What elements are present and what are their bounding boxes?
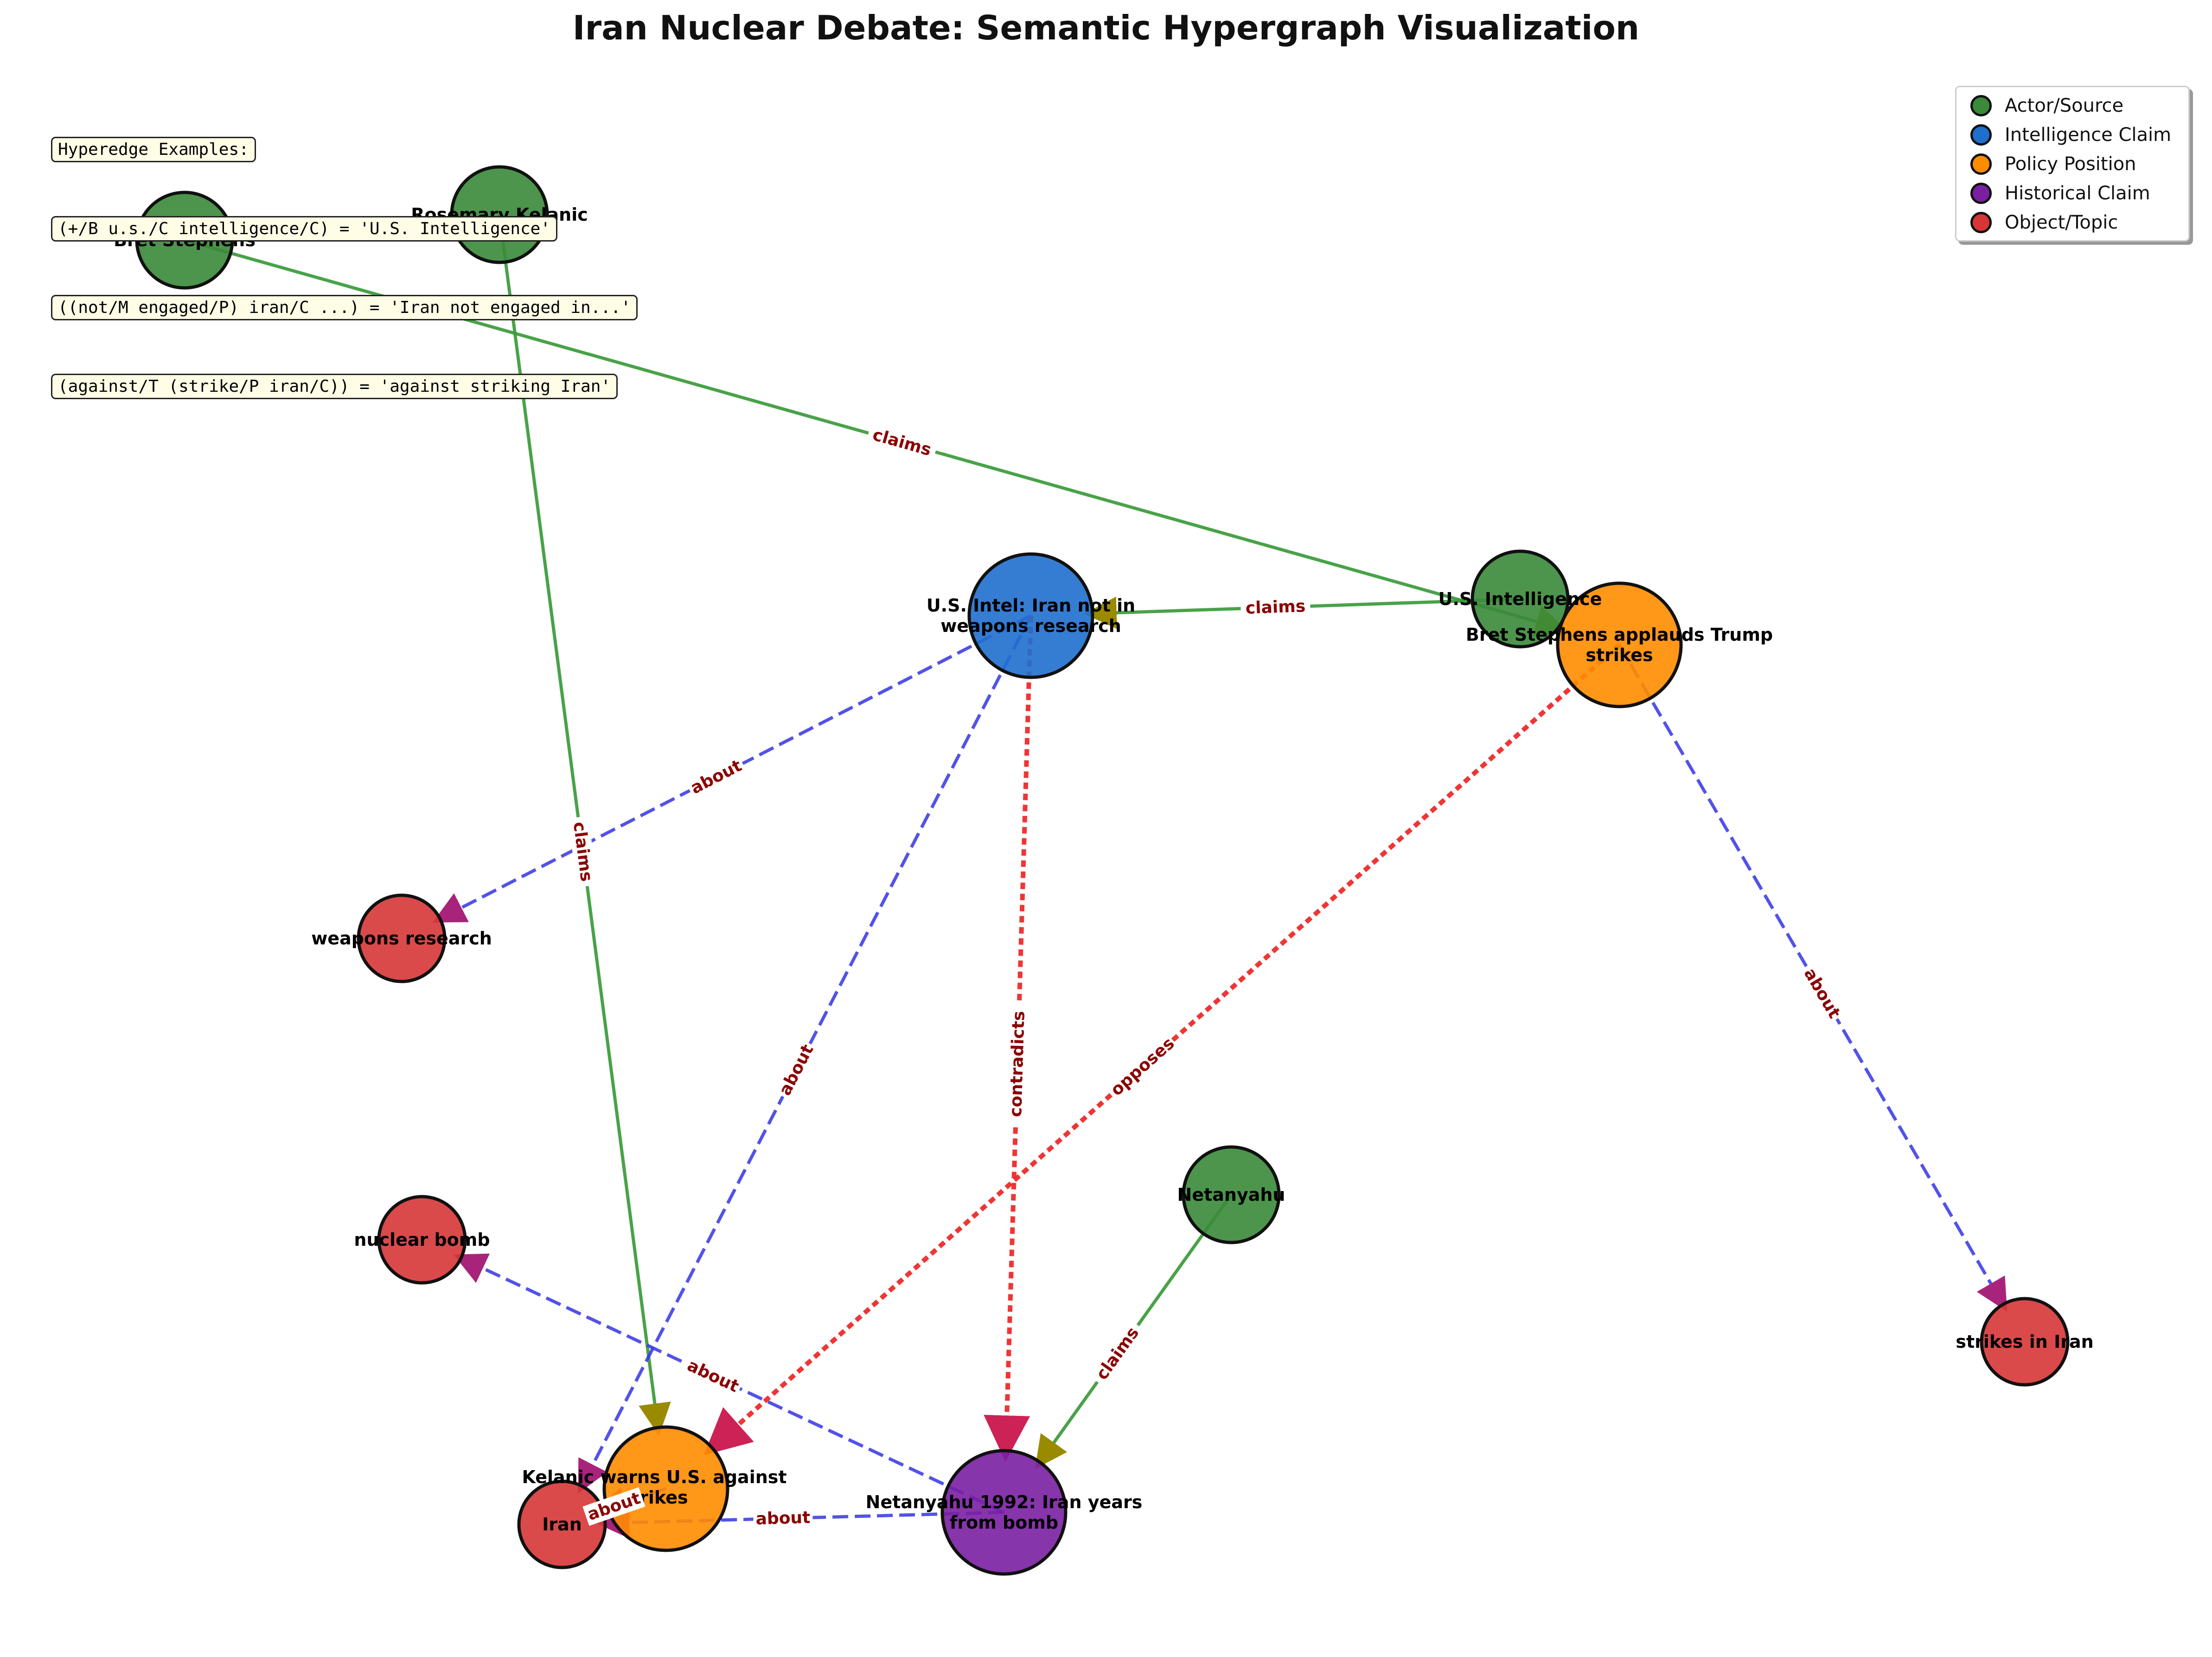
edge-label: claims xyxy=(870,425,933,460)
node-intelclaim[interactable] xyxy=(967,552,1094,679)
legend-item-intelligence-claim: Intelligence Claim xyxy=(1970,121,2171,149)
edge-label-background xyxy=(1089,1319,1146,1388)
edge-label-group: claims xyxy=(865,423,939,462)
legend-swatch-historical-claim xyxy=(1970,183,1992,204)
legend-item-actor-source: Actor/Source xyxy=(1970,92,2123,120)
edge-contradicts-intelclaim-to-net1992 xyxy=(984,615,1033,1462)
hyperedge-example: ((not/M engaged/P) iran/C ...) = 'Iran n… xyxy=(51,295,638,320)
edge-label-group: about xyxy=(753,1507,813,1530)
node-bretpos[interactable] xyxy=(1556,581,1683,708)
edge-label-background xyxy=(753,1507,813,1530)
legend-swatch-actor-source xyxy=(1970,95,1992,116)
edge-label: about xyxy=(755,1508,811,1529)
node-usintel[interactable] xyxy=(1470,549,1570,649)
edge-label-background xyxy=(1106,1032,1179,1101)
legend-label: Policy Position xyxy=(2005,153,2136,175)
edge-label: opposes xyxy=(1107,1034,1178,1100)
legend-swatch-object-topic xyxy=(1970,212,1992,233)
node-label: strikes in Iran xyxy=(1956,1332,2093,1352)
edge-label-group: about xyxy=(774,1039,819,1101)
edges-layer xyxy=(184,214,2007,1539)
edge-label-group: about xyxy=(685,754,748,800)
legend-label: Historical Claim xyxy=(2005,183,2150,204)
edge-label-group: about xyxy=(1798,962,1846,1024)
node-iran[interactable] xyxy=(517,1479,607,1569)
node-weapons[interactable] xyxy=(357,893,447,983)
legend-label: Actor/Source xyxy=(2005,95,2124,116)
node-strikes[interactable] xyxy=(1980,1297,2070,1387)
edge-label-group: claims xyxy=(1089,1319,1146,1388)
edge-label-background xyxy=(682,1354,744,1398)
node-net1992[interactable] xyxy=(940,1449,1068,1576)
edge-label: about xyxy=(775,1041,817,1098)
node-netanyahu[interactable] xyxy=(1182,1145,1281,1244)
edge-label-background xyxy=(1005,1003,1029,1125)
edge-labels-layer: claims claims claims claims about about about a… xyxy=(568,423,1846,1530)
edge-label-background xyxy=(774,1039,819,1101)
legend-item-object-topic: Object/Topic xyxy=(1970,209,2118,236)
hyperedge-example: (+/B u.s./C intelligence/C) = 'U.S. Inte… xyxy=(51,216,558,242)
edge-label-background xyxy=(865,423,939,462)
legend-label: Intelligence Claim xyxy=(2005,124,2172,146)
legend-swatch-policy-position xyxy=(1970,153,1992,175)
edge-label-group: claims xyxy=(1240,596,1311,619)
legend-item-historical-claim: Historical Claim xyxy=(1970,179,2150,207)
edge-label-group: about xyxy=(682,1354,744,1398)
edge-label: about xyxy=(688,756,745,798)
node-label: U.S. Intelligence xyxy=(1438,589,1602,609)
node-label: weapons research xyxy=(311,928,492,949)
legend-label: Object/Topic xyxy=(2005,212,2118,233)
hyperedge-examples-heading: Hyperedge Examples: xyxy=(51,137,256,162)
edge-label: claims xyxy=(569,821,596,882)
edge-label-group: opposes xyxy=(1106,1032,1179,1101)
edge-label-background xyxy=(582,1487,646,1526)
node-kelpos[interactable] xyxy=(602,1425,729,1552)
node-label: nuclear bomb xyxy=(354,1230,490,1250)
legend: Actor/Source Intelligence Claim Policy P… xyxy=(1955,86,2190,242)
legend-swatch-intelligence-claim xyxy=(1970,124,1992,146)
edge-label-group: claims xyxy=(568,816,598,888)
edge-label-background xyxy=(685,754,748,800)
edge-label: claims xyxy=(1093,1324,1143,1383)
node-label: Netanyahu xyxy=(1177,1185,1285,1205)
edge-label: claims xyxy=(1245,597,1306,618)
legend-item-policy-position: Policy Position xyxy=(1970,150,2136,178)
node-nuclear[interactable] xyxy=(377,1195,467,1285)
hyperedge-example: (against/T (strike/P iran/C)) = 'against… xyxy=(51,374,618,399)
node-label: Iran xyxy=(542,1514,582,1535)
edge-label-background xyxy=(1240,596,1311,619)
edge-label-background xyxy=(1798,962,1846,1024)
edge-label: contradicts xyxy=(1006,1011,1029,1117)
edge-label: about xyxy=(684,1356,742,1396)
edge-label-background xyxy=(568,816,598,888)
edge-label-group: contradicts xyxy=(1005,1003,1029,1125)
diagram-title: Iran Nuclear Debate: Semantic Hypergraph… xyxy=(572,8,1640,47)
